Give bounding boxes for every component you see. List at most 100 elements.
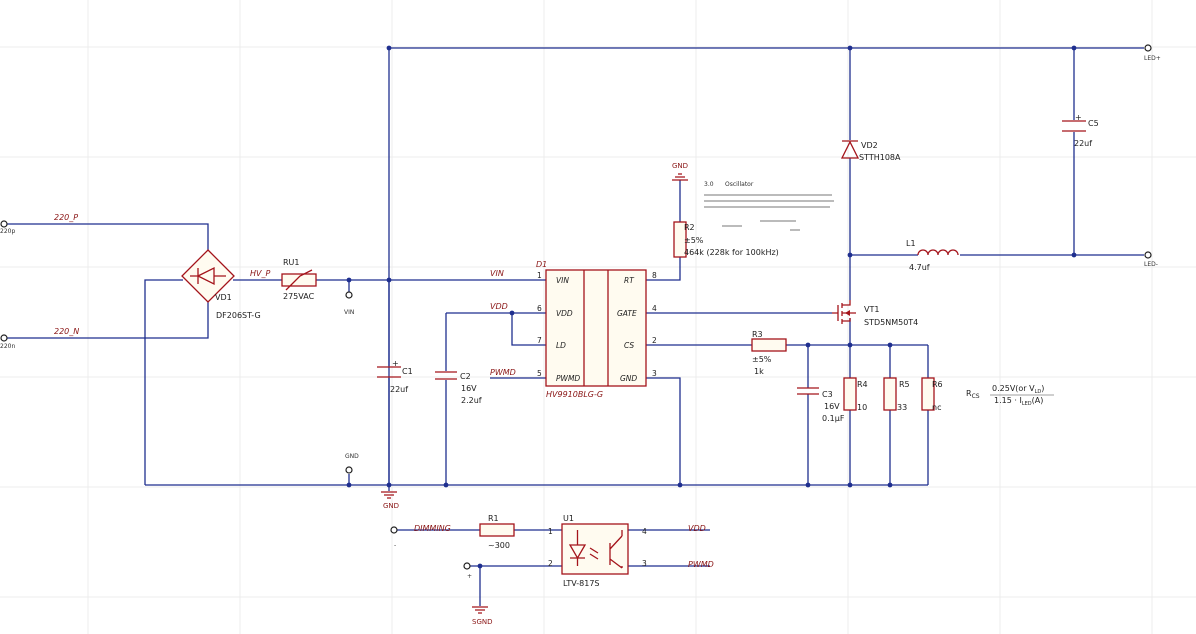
svg-text:3.0: 3.0 [704, 181, 714, 188]
svg-text:nc: nc [932, 403, 941, 412]
datasheet-note: 3.0 Oscillator [704, 181, 834, 231]
svg-text:CS: CS [624, 341, 634, 350]
svg-text:1k: 1k [754, 367, 764, 376]
port-vin[interactable]: VIN [344, 291, 354, 316]
resistor-r1[interactable]: R1 ~300 [479, 514, 515, 550]
resistor-r3[interactable]: R3 ±5% 1k [751, 330, 787, 376]
svg-text:220p: 220p [0, 228, 15, 235]
capacitor-c5[interactable]: + C5 22uf [1062, 113, 1099, 148]
svg-text:C3: C3 [822, 390, 833, 399]
wire-bridge-neg [144, 279, 183, 485]
svg-text:VIN: VIN [344, 309, 354, 316]
svg-text:1.15 · ILED(A): 1.15 · ILED(A) [994, 396, 1043, 407]
svg-text:DF206ST-G: DF206ST-G [216, 311, 261, 320]
svg-text:1: 1 [548, 527, 553, 536]
svg-text:Oscillator: Oscillator [725, 181, 754, 188]
port-220p[interactable]: 220p [0, 220, 15, 235]
svg-text:5: 5 [537, 369, 542, 378]
optocoupler-u1[interactable]: U1 LTV-817S 1 2 3 4 [548, 514, 647, 588]
svg-text:STD5NM50T4: STD5NM50T4 [864, 318, 918, 327]
wire-220p [6, 223, 209, 250]
resistor-r6[interactable]: R6 nc [921, 377, 943, 412]
svg-text:4: 4 [642, 527, 647, 536]
svg-text:+: + [392, 359, 399, 368]
wire-vdd [445, 312, 546, 485]
port-led-pos[interactable]: LED+ [1144, 44, 1161, 62]
svg-text:LED+: LED+ [1144, 55, 1161, 62]
net-label-dimming: DIMMING [414, 524, 451, 533]
wire-rt [646, 180, 681, 281]
ground-symbol-main: GND [381, 491, 399, 510]
svg-text:16V: 16V [461, 384, 477, 393]
diode-vd2[interactable]: VD2 STTH108A [840, 140, 901, 162]
net-label-220p: 220_P [54, 213, 78, 222]
svg-text:R2: R2 [684, 223, 695, 232]
svg-text:R1: R1 [488, 514, 499, 523]
port-led-neg[interactable]: LED- [1144, 251, 1158, 268]
capacitor-c3[interactable]: C3 16V 0.1µF [797, 387, 845, 423]
svg-text:22uf: 22uf [1074, 139, 1092, 148]
svg-text:VD2: VD2 [861, 141, 878, 150]
svg-text:2: 2 [548, 559, 553, 568]
net-label-pwmd-u1: PWMD [688, 560, 714, 569]
svg-text:RU1: RU1 [283, 258, 300, 267]
svg-text:VDD: VDD [556, 309, 573, 318]
svg-text:GND: GND [672, 162, 688, 170]
port-gnd[interactable]: GND [345, 453, 359, 474]
svg-text:LTV-817S: LTV-817S [563, 579, 599, 588]
ground-symbol-rt: GND [672, 162, 688, 181]
net-label-hvp: HV_P [250, 269, 270, 278]
svg-text:R4: R4 [857, 380, 868, 389]
svg-text:R6: R6 [932, 380, 943, 389]
resistor-r5[interactable]: R5 33 [883, 377, 910, 412]
capacitor-c1[interactable]: + C1 22uf [377, 359, 413, 394]
svg-text:-: - [394, 542, 396, 549]
junctions [346, 45, 1077, 569]
svg-text:220n: 220n [0, 343, 15, 350]
svg-text:464k (228k for 100kHz): 464k (228k for 100kHz) [684, 248, 779, 257]
svg-text:R3: R3 [752, 330, 763, 339]
svg-text:4: 4 [652, 304, 657, 313]
resistor-r2[interactable]: R2 ±5% 464k (228k for 100kHz) [673, 221, 779, 258]
svg-text:22uf: 22uf [390, 385, 408, 394]
svg-text:STTH108A: STTH108A [859, 153, 901, 162]
svg-text:3: 3 [642, 559, 647, 568]
svg-text:PWMD: PWMD [556, 374, 580, 383]
svg-text:±5%: ±5% [684, 236, 704, 245]
svg-text:GND: GND [345, 453, 359, 460]
svg-text:VIN: VIN [556, 276, 569, 285]
mosfet-vt1[interactable]: VT1 STD5NM50T4 [832, 300, 918, 327]
svg-text:0.25V(or VLD): 0.25V(or VLD) [992, 384, 1044, 395]
svg-text:VD1: VD1 [215, 293, 232, 302]
port-220n[interactable]: 220n [0, 334, 15, 350]
varistor-ru1[interactable]: RU1 275VAC [281, 258, 317, 301]
svg-text:VT1: VT1 [864, 305, 879, 314]
svg-text:~300: ~300 [488, 541, 510, 550]
svg-text:7: 7 [537, 336, 542, 345]
resistor-r4[interactable]: R4 10 [843, 377, 868, 412]
svg-text:D1: D1 [536, 260, 547, 269]
wires [6, 47, 1144, 606]
svg-text:C2: C2 [460, 372, 471, 381]
svg-text:16V: 16V [824, 402, 840, 411]
svg-text:RT: RT [624, 276, 635, 285]
inductor-l1[interactable]: L1 4.7uf [906, 239, 959, 272]
svg-text:U1: U1 [563, 514, 574, 523]
port-dimming[interactable]: - [390, 526, 398, 549]
ic-d1-hv9910[interactable]: D1 HV9910BLG-G 1 VIN 6 VDD 7 LD 5 PWMD 8… [536, 260, 657, 399]
svg-text:HV9910BLG-G: HV9910BLG-G [546, 390, 603, 399]
svg-text:GND: GND [383, 502, 399, 510]
rcs-formula: RCS 0.25V(or VLD) 1.15 · ILED(A) [966, 384, 1054, 407]
wire-220n [6, 302, 209, 339]
svg-text:1: 1 [537, 271, 542, 280]
svg-text:6: 6 [537, 304, 542, 313]
svg-text:10: 10 [857, 403, 867, 412]
bridge-rectifier-vd1[interactable]: VD1 DF206ST-G [181, 249, 261, 320]
svg-text:3: 3 [652, 369, 657, 378]
svg-text:GATE: GATE [617, 309, 637, 318]
port-sgnd-in[interactable]: + [463, 562, 472, 580]
capacitor-c2[interactable]: C2 16V 2.2uf [435, 371, 482, 405]
svg-text:SGND: SGND [472, 618, 493, 626]
